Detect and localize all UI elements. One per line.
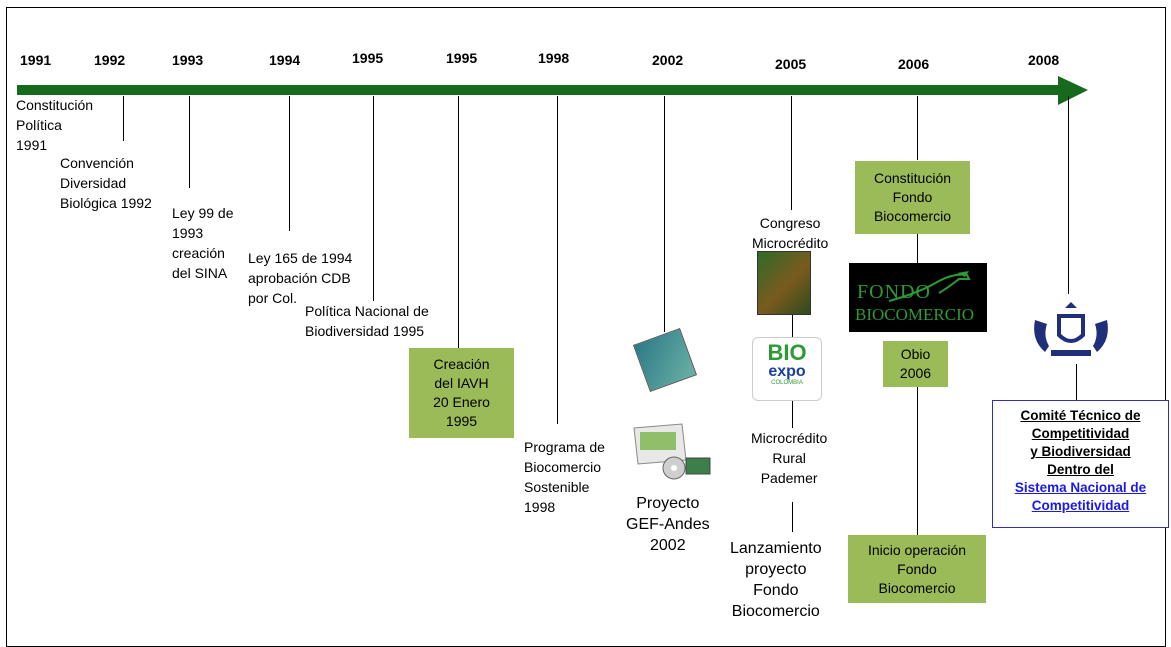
comite-line3: y Biodiversidad [1030, 444, 1131, 459]
connector-1992 [123, 96, 124, 141]
timeline-arrow [17, 76, 1088, 105]
bioexpo-bio: BIO [767, 340, 807, 365]
label-ley165: Ley 165 de 1994 aprobación CDB por Col. [248, 250, 353, 306]
box-constitucion-fondo: Constitución Fondo Biocomercio [855, 161, 970, 234]
competitividad-link[interactable]: Competitividad [1031, 498, 1130, 513]
bioexpo-expo: expo [768, 363, 806, 380]
connector-1993 [189, 96, 190, 188]
connector-2008a [1068, 96, 1069, 294]
year-1998: 1998 [538, 50, 570, 66]
bioexpo-sub: COLOMBIA [771, 380, 803, 386]
connector-1994 [289, 96, 290, 231]
year-1994: 1994 [269, 52, 301, 68]
label-constitucion: Constitución Política 1991 [16, 97, 94, 153]
fondo-logo-line1: FONDO [857, 281, 931, 303]
connector-2006a [917, 96, 918, 160]
connector-2002 [664, 96, 665, 332]
connector-2005a [791, 96, 792, 210]
sistema-nacional-link[interactable]: Sistema Nacional de [1014, 480, 1147, 495]
coat-of-arms-icon [1034, 302, 1108, 356]
year-2002: 2002 [652, 52, 684, 68]
comite-line2: Competitividad [1031, 426, 1130, 441]
box-obio: Obio 2006 [883, 341, 948, 387]
fondo-logo-line2: BIOCOMERCIO [855, 305, 975, 324]
label-proyecto: Proyecto GEF-Andes 2002 [626, 495, 710, 554]
connector-2008b [1076, 364, 1077, 400]
label-ley99: Ley 99 de 1993 creación del SINA [172, 205, 234, 281]
connector-1995b [458, 96, 459, 348]
comite-tecnico-box: Comité Técnico de Competitividad y Biodi… [992, 400, 1169, 528]
year-1991: 1991 [20, 52, 52, 68]
connector-2005d [792, 502, 793, 532]
connector-2005b [792, 312, 793, 340]
year-1995b: 1995 [446, 50, 478, 66]
label-convencion: Convención Diversidad Biológica 1992 [60, 155, 152, 211]
proyecto-materials-image [633, 423, 711, 480]
comite-line4: Dentro del [1047, 462, 1114, 477]
congreso-cover-image [757, 251, 811, 315]
box-iavh: Creación del IAVH 20 Enero 1995 [409, 348, 514, 438]
label-congreso: Congreso Microcrédito [752, 215, 829, 251]
connector-2005c [792, 400, 793, 428]
box-inicio-operacion: Inicio operación Fondo Biocomercio [848, 535, 986, 603]
connector-1998 [557, 96, 558, 424]
label-microcredito: Microcrédito Rural Pademer [751, 430, 828, 486]
year-1995a: 1995 [352, 50, 384, 66]
connector-2006b [917, 234, 918, 264]
label-politica: Política Nacional de Biodiversidad 1995 [305, 303, 429, 339]
fondo-biocomercio-logo: FONDO BIOCOMERCIO [849, 263, 987, 332]
year-2006: 2006 [898, 56, 930, 72]
connector-2006c [917, 386, 918, 536]
label-programa: Programa de Biocomercio Sostenible 1998 [524, 439, 605, 515]
year-2008: 2008 [1028, 52, 1060, 68]
bioexpo-logo: BIO expo COLOMBIA [752, 337, 822, 401]
connector-1995a [373, 96, 374, 301]
year-1992: 1992 [94, 52, 126, 68]
year-2005: 2005 [775, 56, 807, 72]
year-1993: 1993 [172, 52, 204, 68]
comite-line1: Comité Técnico de [1020, 408, 1141, 423]
label-lanzamiento: Lanzamiento proyecto Fondo Biocomercio [730, 540, 822, 620]
